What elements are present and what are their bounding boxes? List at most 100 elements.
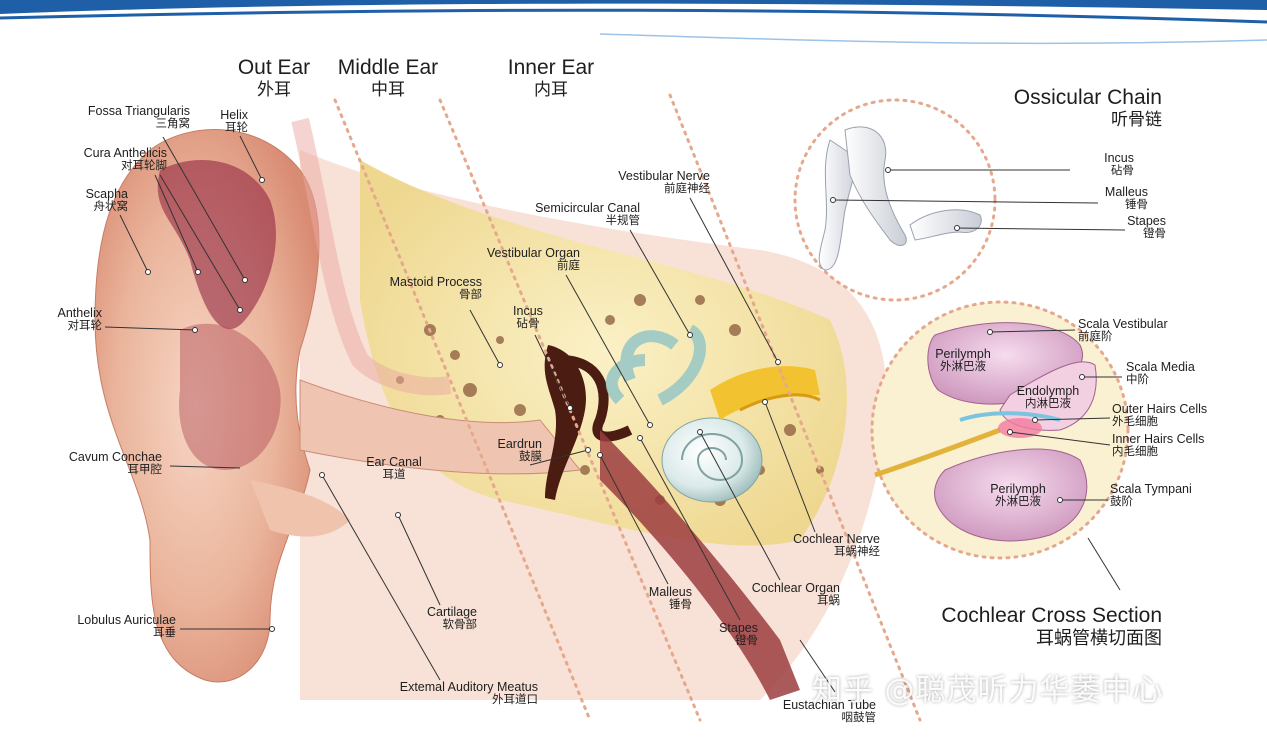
label-text-zh: 耳垂 (153, 627, 176, 640)
label-text-zh: 咽鼓管 (841, 712, 877, 725)
label-text-zh: 半规管 (605, 215, 641, 228)
label-text-zh: 耳蜗 (817, 595, 840, 608)
label-text-en: Eustachian Tube (782, 698, 876, 712)
section-ossicular-chain-zh: 听骨链 (1111, 110, 1162, 130)
label-text-zh: 耳道 (382, 469, 406, 482)
cochlea-shape (661, 417, 763, 503)
label-cartilage: Cartilage 软骨部 (410, 605, 477, 633)
label-cochlear-organ: Cochlear Organ 耳蜗 (730, 581, 840, 609)
label-text-zh: 内淋巴液 (1025, 398, 1071, 411)
label-fossa-triangularis: Fossa Triangularis 三角窝 (60, 104, 190, 132)
label-text-zh: 镫骨 (1143, 228, 1166, 241)
section-out-ear-zh: 外耳 (257, 80, 291, 100)
cochlear-cross-section-inset (870, 300, 1130, 560)
label-text-zh: 外淋巴液 (995, 496, 1041, 509)
label-text-zh: 耳轮 (225, 122, 248, 135)
label-text-zh: 鼓膜 (519, 451, 542, 464)
section-out-ear: Out Ear 外耳 (232, 56, 316, 100)
ear-canal-shape (291, 117, 581, 475)
leader-lines (104, 135, 1126, 693)
section-middle-ear-zh: 中耳 (371, 80, 405, 100)
label-incus: Incus 砧骨 (500, 304, 556, 332)
label-malleus: Malleus 锤骨 (630, 585, 692, 613)
label-text-zh: 镫骨 (735, 635, 758, 648)
label-text-zh: 前庭 (557, 260, 580, 273)
label-text-en: Cartilage (426, 605, 477, 619)
label-cochlear-nerve: Cochlear Nerve 耳蜗神经 (760, 532, 880, 560)
label-text-en: Perilymph (935, 347, 991, 361)
label-text-zh: 外耳道口 (492, 694, 538, 707)
label-text-zh: 前庭神经 (664, 183, 710, 196)
label-scala-media: Scala Media 中阶 (1126, 360, 1206, 388)
label-text-en: Stapes (1127, 214, 1166, 228)
label-text-en: Cura Anthelicis (83, 146, 167, 160)
label-outer-hairs-cells: Outer Hairs Cells 外毛细胞 (1112, 402, 1222, 430)
label-text-en: Lobulus Auriculae (77, 613, 176, 627)
section-inner-ear-en: Inner Ear (507, 56, 595, 79)
label-text-en: Mastoid Process (389, 275, 482, 289)
label-text-zh: 砧骨 (1111, 165, 1134, 178)
label-chain-malleus: Malleus 锤骨 (1080, 185, 1148, 213)
section-out-ear-en: Out Ear (237, 56, 311, 79)
label-inner-hairs-cells: Inner Hairs Cells 内毛细胞 (1112, 432, 1222, 460)
section-cochlear-cross-section-en: Cochlear Cross Section (941, 604, 1162, 627)
middle-ear-ossicles (544, 345, 633, 500)
header-swoosh (0, 0, 1267, 45)
label-text-zh: 骨部 (459, 289, 482, 302)
label-text-zh: 对耳轮 (67, 320, 103, 333)
label-chain-stapes: Stapes 镫骨 (1110, 214, 1166, 242)
label-text-en: Cochlear Organ (751, 581, 840, 595)
label-text-zh: 外毛细胞 (1112, 416, 1158, 429)
label-text-en: Cochlear Nerve (793, 532, 880, 546)
label-semicircular-canal: Semicircular Canal 半规管 (510, 201, 640, 229)
section-inner-ear: Inner Ear 内耳 (504, 56, 598, 100)
label-text-zh: 耳甲腔 (127, 464, 163, 477)
label-text-en: Malleus (648, 585, 692, 599)
section-cochlear-cross-section: Cochlear Cross Section 耳蜗管横切面图 (920, 604, 1162, 649)
label-text-zh: 锤骨 (1125, 199, 1148, 212)
section-ossicular-chain-en: Ossicular Chain (1013, 86, 1162, 109)
label-anthelix: Anthelix 对耳轮 (40, 306, 102, 334)
label-chain-incus: Incus 砧骨 (1060, 151, 1134, 179)
label-text-en: Vestibular Organ (486, 246, 580, 260)
label-text-en: Scapha (85, 187, 128, 201)
label-text-zh: 耳蜗神经 (834, 546, 880, 559)
label-text-zh: 鼓阶 (1110, 496, 1133, 509)
label-scala-vestibular: Scala Vestibular 前庭阶 (1078, 317, 1188, 345)
label-text-en: Incus (1104, 151, 1134, 165)
label-vestibular-organ: Vestibular Organ 前庭 (460, 246, 580, 274)
label-ear-canal: Ear Canal 耳道 (356, 455, 432, 483)
label-perilymph-top: Perilymph 外淋巴液 (926, 347, 1000, 375)
label-mastoid-process: Mastoid Process 骨部 (370, 275, 482, 303)
label-text-en: Cavum Conchae (68, 450, 162, 464)
pinna (94, 129, 350, 683)
label-vestibular-nerve: Vestibular Nerve 前庭神经 (590, 169, 710, 197)
label-text-en: Fossa Triangularis (87, 104, 190, 118)
watermark-text: 知乎 @聪茂听力华萎中心 (812, 673, 1164, 708)
label-text-en: Helix (220, 108, 248, 122)
label-helix: Helix 耳轮 (200, 108, 248, 136)
label-scala-tympani: Scala Tympani 鼓阶 (1110, 482, 1210, 510)
label-perilymph-bottom: Perilymph 外淋巴液 (980, 482, 1056, 510)
label-endolymph: Endolymph 内淋巴液 (1008, 384, 1088, 412)
label-text-en: Stapes (719, 621, 758, 635)
label-text-en: Semicircular Canal (535, 201, 640, 215)
label-text-zh: 舟状窝 (93, 201, 129, 214)
section-middle-ear: Middle Ear 中耳 (334, 56, 442, 100)
label-scapha: Scapha 舟状窝 (70, 187, 128, 215)
label-text-en: Scala Tympani (1110, 482, 1192, 496)
semicircular-canals (605, 324, 706, 406)
label-text-zh: 前庭阶 (1078, 331, 1113, 344)
label-external-auditory-meatus: Extemal Auditory Meatus 外耳道口 (370, 680, 538, 708)
label-text-en: Perilymph (990, 482, 1046, 496)
label-text-zh: 对耳轮脚 (121, 160, 167, 173)
label-lobulus-auriculae: Lobulus Auriculae 耳垂 (50, 613, 176, 641)
label-text-en: Inner Hairs Cells (1112, 432, 1205, 446)
section-inner-ear-zh: 内耳 (534, 80, 568, 100)
label-text-zh: 锤骨 (669, 599, 692, 612)
label-text-en: Incus (513, 304, 543, 318)
label-text-zh: 内毛细胞 (1112, 446, 1158, 459)
label-text-en: Scala Media (1126, 360, 1195, 374)
label-text-zh: 中阶 (1126, 374, 1149, 387)
